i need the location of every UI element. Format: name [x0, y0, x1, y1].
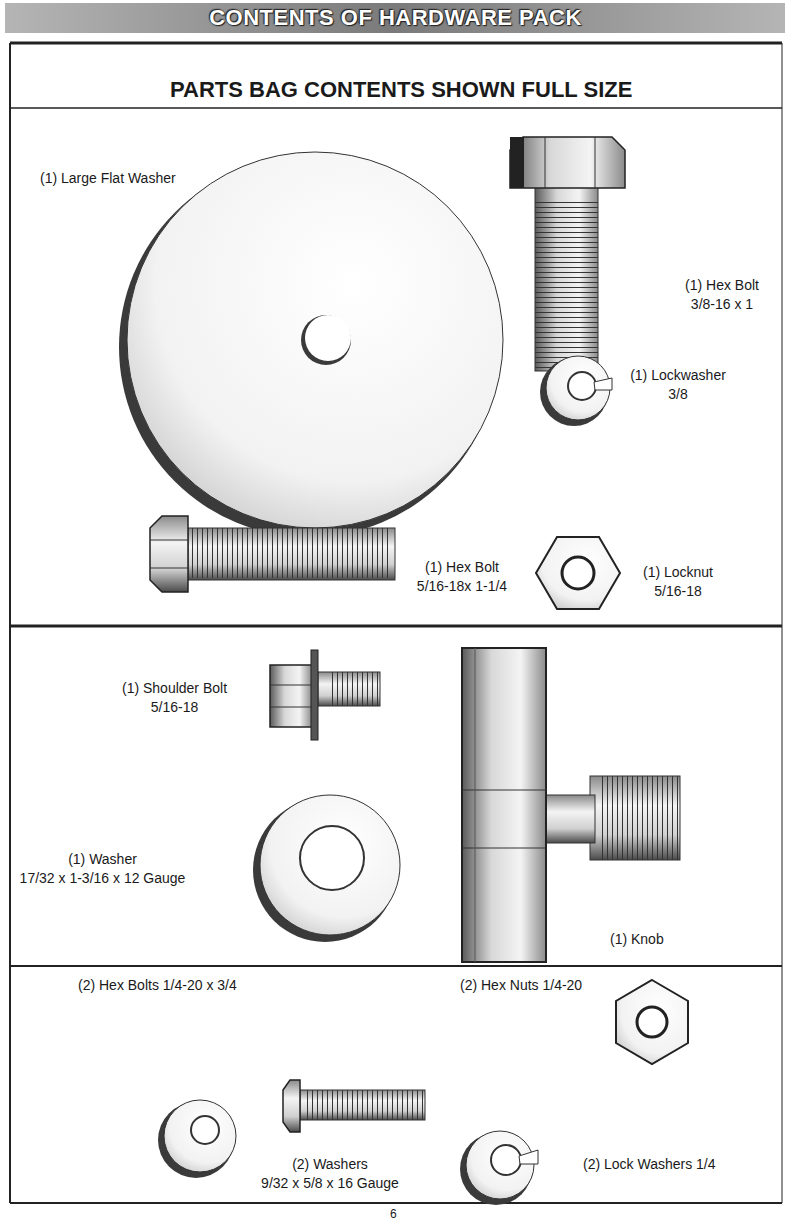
label-line: (1) Washer: [10, 850, 195, 869]
label-line: 9/32 x 5/8 x 16 Gauge: [250, 1174, 410, 1193]
label-line: 5/16-18: [112, 698, 237, 717]
part-label: (1) Lockwasher 3/8: [618, 366, 738, 404]
frame: [10, 43, 782, 1203]
label-line: (1) Hex Bolt: [672, 276, 772, 295]
label-line: (1) Lockwasher: [618, 366, 738, 385]
label-line: (1) Locknut: [628, 563, 728, 582]
hex-bolt: [150, 516, 395, 592]
label-line: (1) Shoulder Bolt: [112, 679, 237, 698]
label-line: (1) Hex Bolt: [402, 558, 522, 577]
part-label: (1) Hex Bolt 3/8-16 x 1: [672, 276, 772, 314]
washer: [253, 795, 400, 942]
part-label: (1) Washer 17/32 x 1-3/16 x 12 Gauge: [10, 850, 195, 888]
part-label: (2) Washers 9/32 x 5/8 x 16 Gauge: [250, 1155, 410, 1193]
subheading: PARTS BAG CONTENTS SHOWN FULL SIZE: [170, 76, 632, 104]
page-number: 6: [390, 1205, 397, 1223]
part-label: (1) Hex Bolt 5/16-18x 1-1/4: [402, 558, 522, 596]
label-line: (2) Washers: [250, 1155, 410, 1174]
lock-washer: [460, 1131, 538, 1205]
knob: [462, 648, 680, 962]
label-line: 5/16-18x 1-1/4: [402, 577, 522, 596]
label-line: 17/32 x 1-3/16 x 12 Gauge: [10, 869, 195, 888]
washer: [158, 1100, 236, 1178]
part-label: (1) Large Flat Washer: [40, 169, 176, 188]
part-label: (2) Hex Bolts 1/4-20 x 3/4: [78, 976, 237, 995]
part-label: (2) Lock Washers 1/4: [583, 1155, 716, 1174]
shoulder-bolt: [270, 650, 380, 740]
part-label: (2) Hex Nuts 1/4-20: [460, 976, 582, 995]
hex-nut: [616, 980, 688, 1064]
label-line: 5/16-18: [628, 582, 728, 601]
part-label: (1) Knob: [610, 930, 664, 949]
part-label: (1) Shoulder Bolt 5/16-18: [112, 679, 237, 717]
lockwasher: [540, 356, 612, 426]
label-line: 3/8-16 x 1: [672, 295, 772, 314]
part-label: (1) Locknut 5/16-18: [628, 563, 728, 601]
locknut: [536, 537, 620, 609]
hex-bolt: [510, 137, 625, 371]
hex-bolt: [283, 1080, 425, 1132]
header-title: CONTENTS OF HARDWARE PACK: [0, 4, 791, 32]
large-flat-washer: [119, 152, 503, 537]
label-line: 3/8: [618, 385, 738, 404]
